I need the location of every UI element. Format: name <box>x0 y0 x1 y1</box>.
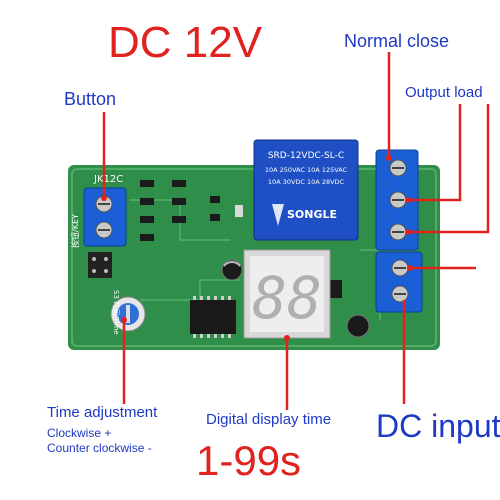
relay-brand: SONGLE <box>287 208 337 221</box>
annotation-lines <box>102 52 490 410</box>
relay-rating-1: 10A 250VAC 10A 125VAC <box>265 166 348 174</box>
capacitors <box>221 259 370 338</box>
output-terminal-block <box>375 149 419 251</box>
relay-model: SRD-12VDC-SL-C <box>268 151 344 161</box>
label-counter-clockwise: Counter clockwise - <box>47 441 152 455</box>
connector-label: JK12C <box>93 174 123 185</box>
dc-input-terminal-block <box>375 251 423 313</box>
key-label: 按钮/KEY <box>70 214 80 248</box>
annotation-dots <box>101 155 413 341</box>
label-dc-input: DC input <box>376 408 500 444</box>
display-digits: 88 <box>252 264 322 332</box>
label-clockwise: Clockwise + <box>47 426 112 440</box>
label-button: Button <box>64 89 117 109</box>
seven-segment-display: 88 <box>243 249 331 339</box>
label-output-load: Output load <box>405 84 483 101</box>
title-voltage: DC 12V <box>108 18 263 67</box>
silkscreen: JK12C 按钮/KEY S3 时间/Time <box>70 174 123 335</box>
timer-label: S3 时间/Time <box>112 290 121 335</box>
relay: SRD-12VDC-SL-C 10A 250VAC 10A 125VAC 10A… <box>253 139 359 241</box>
label-time-adjustment: Time adjustment <box>47 404 158 421</box>
label-digital-display: Digital display time <box>206 411 332 428</box>
jumper-header <box>88 252 112 278</box>
relay-rating-2: 10A 30VDC 10A 28VDC <box>268 178 345 186</box>
label-time-range: 1-99s <box>196 437 302 484</box>
ic-chip <box>190 296 236 338</box>
label-normal-close: Normal close <box>344 31 450 51</box>
button-terminal-block <box>83 187 127 247</box>
